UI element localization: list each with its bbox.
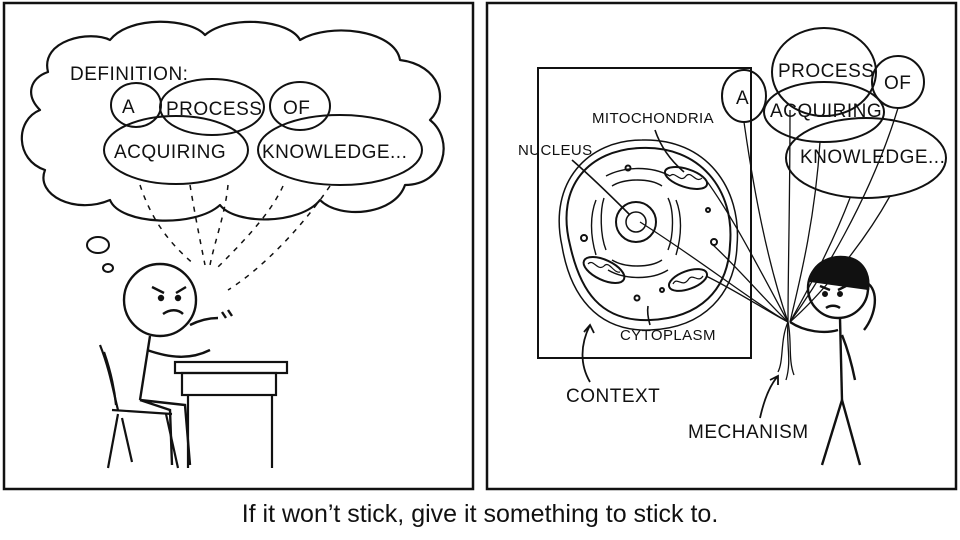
dashed-strings [139,184,331,291]
right-balloon-acquiring-text: ACQUIRING [770,101,882,122]
balloon-acquiring-text: ACQUIRING [114,142,226,163]
label-nucleus: NUCLEUS [518,142,592,159]
thought-bubble-small [102,263,114,273]
chair [98,344,180,469]
cell-wall [558,139,739,331]
caption: If it won’t stick, give it something to … [241,500,719,528]
poster-frame [537,67,752,359]
mitochondrion-2 [582,256,626,284]
student-head [122,262,198,338]
balloon-knowledge [257,114,423,186]
right-panel: MITOCHONDRIA NUCLEUS CYTOPLASM CONTEXT M… [485,1,958,491]
desk [173,360,289,468]
balloon-process [159,78,265,136]
right-balloon-of-text: OF [884,73,911,94]
right-balloon-process [771,27,877,117]
thought-cloud [20,20,445,222]
mitochondrion-3 [667,268,709,292]
balloon-acquiring [103,115,249,185]
label-mechanism: MECHANISM [688,422,809,443]
balloon-of [269,81,331,131]
balloon-process-text: PROCESS [166,99,262,120]
right-balloon-process-text: PROCESS [778,61,874,82]
label-cytoplasm: CYTOPLASM [620,327,716,344]
student [122,262,233,466]
left-panel-frame [2,1,475,491]
right-balloon-knowledge [785,117,947,199]
right-panel-frame [485,1,958,491]
right-balloon-a-text: A [736,88,749,109]
balloon-a [110,82,162,128]
cell-diagram [558,139,739,331]
definition-heading: DEFINITION: [70,64,188,85]
balloon-a-text: A [122,97,135,118]
thought-bubble-large [86,236,110,254]
label-mitochondria: MITOCHONDRIA [592,110,714,127]
girl [789,255,876,466]
cell-membrane [565,146,732,322]
balloon-of-text: OF [283,98,310,119]
left-panel: DEFINITION: A PROCESS OF ACQUIRING KNOWL… [2,1,475,491]
mitochondrion-1 [663,166,709,190]
right-balloon-knowledge-text: KNOWLEDGE... [800,147,945,168]
right-balloon-acquiring [763,81,885,143]
balloon-knowledge-text: KNOWLEDGE... [262,142,407,163]
label-context: CONTEXT [566,386,660,407]
nucleus-shape [615,201,657,243]
